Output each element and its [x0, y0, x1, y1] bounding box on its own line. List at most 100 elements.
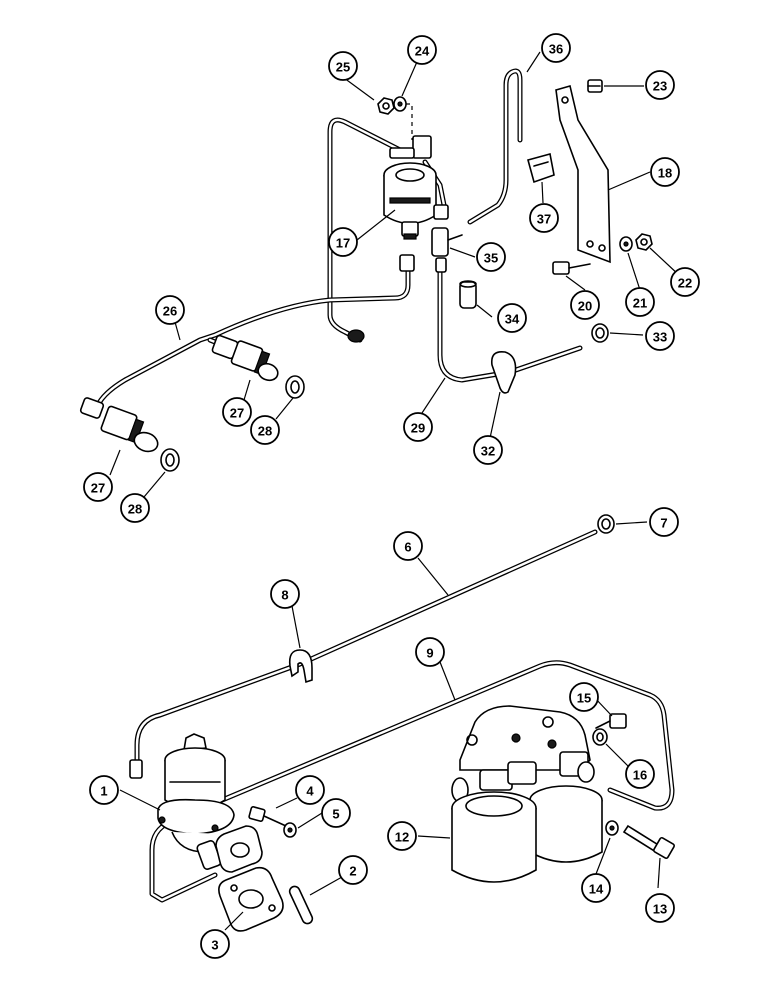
callout-4: 4	[295, 775, 325, 805]
callout-33: 33	[645, 321, 675, 351]
callout-number: 14	[589, 882, 604, 897]
callout-number: 25	[336, 60, 350, 75]
lift-pump-1	[129, 733, 235, 870]
callout-5: 5	[321, 798, 351, 828]
callout-number: 27	[230, 406, 244, 421]
clamp-7	[597, 514, 615, 534]
callout-circle	[645, 70, 675, 100]
callout-number: 6	[404, 540, 411, 555]
callout-number: 27	[91, 481, 105, 496]
twin-fuel-filter-12	[451, 705, 603, 883]
bolt-23	[587, 79, 603, 93]
callout-circle	[415, 637, 445, 667]
callout-27b: 27	[83, 472, 113, 502]
callout-circle	[473, 435, 503, 465]
clip-8	[288, 649, 313, 684]
callout-18: 18	[650, 157, 680, 187]
callout-15: 15	[569, 682, 599, 712]
callout-13: 13	[645, 893, 675, 923]
callout-number: 28	[258, 424, 272, 439]
callout-circle	[497, 303, 527, 333]
callout-number: 22	[678, 276, 692, 291]
callout-circle	[625, 287, 655, 317]
callout-6: 6	[393, 531, 423, 561]
callout-circle	[650, 157, 680, 187]
callout-circle	[403, 412, 433, 442]
callout-number: 37	[537, 212, 551, 227]
washer-16	[592, 728, 608, 746]
nut-22	[635, 233, 653, 251]
callout-circle	[338, 855, 368, 885]
callout-number: 26	[163, 304, 177, 319]
callout-27a: 27	[222, 397, 252, 427]
clip-32	[490, 350, 517, 394]
callout-20: 20	[570, 290, 600, 320]
washer-14	[605, 820, 619, 836]
callout-circle	[645, 321, 675, 351]
clip-37	[527, 153, 555, 184]
callout-17: 17	[328, 227, 358, 257]
callout-circle	[570, 290, 600, 320]
callout-9: 9	[415, 637, 445, 667]
callout-circle	[649, 507, 679, 537]
callout-number: 35	[484, 251, 498, 266]
callout-3: 3	[200, 929, 230, 959]
callout-number: 1	[100, 784, 107, 799]
callout-circle	[625, 759, 655, 789]
callout-number: 18	[658, 166, 672, 181]
callout-circle	[581, 873, 611, 903]
nut-25	[377, 97, 395, 115]
injector-27-left	[79, 397, 159, 453]
callout-circle	[200, 929, 230, 959]
callout-12: 12	[387, 821, 417, 851]
bolt-15	[595, 713, 627, 729]
callout-34: 34	[497, 303, 527, 333]
callout-number: 13	[653, 902, 667, 917]
callout-14: 14	[581, 873, 611, 903]
pipe-29	[437, 267, 583, 383]
leader-lines	[109, 51, 681, 931]
callout-29: 29	[403, 412, 433, 442]
callout-25: 25	[328, 51, 358, 81]
dowel-2	[288, 885, 314, 925]
callout-28b: 28	[120, 493, 150, 523]
callout-36: 36	[541, 33, 571, 63]
callout-number: 29	[411, 421, 425, 436]
callout-24: 24	[407, 35, 437, 65]
callout-number: 34	[505, 312, 520, 327]
clamp-33	[591, 323, 609, 343]
pump-flange	[215, 825, 263, 873]
callout-circle	[250, 415, 280, 445]
callout-1: 1	[89, 775, 119, 805]
callout-8: 8	[270, 579, 300, 609]
callout-circle	[155, 295, 185, 325]
callout-number: 33	[653, 330, 667, 345]
return-pipe-upper	[327, 117, 403, 343]
callout-35: 35	[476, 242, 506, 272]
callout-2: 2	[338, 855, 368, 885]
filter-feed-pipe	[347, 254, 415, 343]
callout-circle	[120, 493, 150, 523]
callout-circle	[476, 242, 506, 272]
callout-37: 37	[529, 203, 559, 233]
washer-24	[393, 96, 407, 112]
callout-number: 12	[395, 830, 409, 845]
callout-circle	[321, 798, 351, 828]
callout-16: 16	[625, 759, 655, 789]
callout-number: 9	[426, 646, 433, 661]
callout-number: 17	[336, 236, 350, 251]
callout-number: 8	[281, 588, 288, 603]
callout-number: 5	[332, 807, 339, 822]
bolt-20	[552, 261, 591, 275]
callout-number: 36	[549, 42, 563, 57]
callout-circle	[328, 227, 358, 257]
gasket-3	[218, 866, 284, 932]
callout-circle	[295, 775, 325, 805]
callout-32: 32	[473, 435, 503, 465]
callout-circle	[222, 397, 252, 427]
bracket-18	[555, 85, 611, 264]
callout-circle	[407, 35, 437, 65]
injector-27-right	[211, 334, 279, 382]
bolt-4	[248, 806, 287, 827]
washer-21	[619, 236, 633, 252]
